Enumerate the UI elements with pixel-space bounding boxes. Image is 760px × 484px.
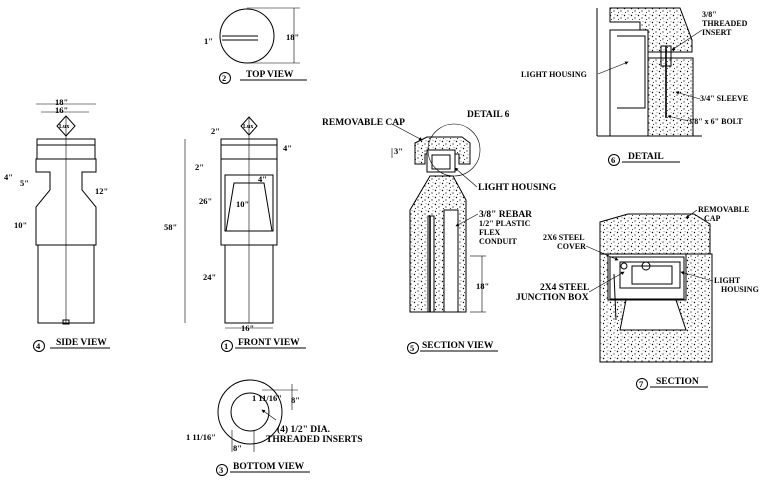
section-view-removable-cap: REMOVABLE CAP <box>322 118 405 128</box>
front-view: Lux 2" 4" 2" 26" 4" 10" 58" 24" 16" 1 FR… <box>164 116 306 352</box>
section-view-light-housing: LIGHT HOUSING <box>478 183 557 193</box>
section-7-cap-2: CAP <box>704 214 721 223</box>
section-7-cover-2: COVER <box>557 242 586 251</box>
detail-bolt: 3/8" x 6" BOLT <box>688 117 743 126</box>
section-7-lh-2: HOUSING <box>721 285 759 294</box>
section-view: 3" REMOVABLE CAP DETAIL 6 LIGHT HOUSING … <box>322 110 557 354</box>
side-view-title: SIDE VIEW <box>56 338 107 348</box>
top-view: 18" 1" 2 TOP VIEW <box>204 7 307 84</box>
section-view-conduit-2: FLEX <box>479 228 501 237</box>
side-offset-dim: 5" <box>20 178 29 188</box>
side-view-number: 4 <box>36 341 41 351</box>
section-view-title: SECTION VIEW <box>422 341 494 351</box>
front-logo: Lux <box>243 124 253 130</box>
bottom-a2-dim: 1 11/16" <box>186 432 216 442</box>
front-upper-dim: 26" <box>199 196 212 206</box>
section-view-cap-h-dim: 3" <box>394 146 403 156</box>
section-7-box-1: 2X4 STEEL <box>540 283 589 293</box>
side-lower-dim: 10" <box>14 220 27 230</box>
detail-number: 6 <box>611 155 615 165</box>
top-slot-dim: 1" <box>204 36 213 46</box>
section-7-view: REMOVABLE CAP 2X6 STEEL COVER 2X4 STEEL … <box>516 205 759 390</box>
bottom-b1-dim: 8" <box>291 395 300 405</box>
detail-sleeve: 3/4" SLEEVE <box>700 94 748 103</box>
section-7-lh-1: LIGHT <box>714 276 741 285</box>
side-cap-dim: 4" <box>4 172 13 182</box>
front-view-title: FRONT VIEW <box>238 338 300 348</box>
bottom-view: 1 11/16" 8" 1 11/16" 8" (4) 1/2" DIA. TH… <box>186 379 363 476</box>
section-view-detail: DETAIL 6 <box>467 110 510 120</box>
section-view-rebar: 3/8" REBAR <box>479 210 532 220</box>
detail-insert-2: THREADED <box>702 19 748 28</box>
section-7-number: 7 <box>639 379 644 389</box>
side-logo: Lux <box>59 124 69 130</box>
detail-view: 3/8" THREADED INSERT LIGHT HOUSING 3/4" … <box>521 7 748 166</box>
side-opening-dim: 12" <box>95 186 108 196</box>
top-view-number: 2 <box>222 73 226 83</box>
front-inner-dim: 4" <box>258 174 267 184</box>
top-view-title: TOP VIEW <box>246 70 294 80</box>
bottom-note-line2: THREADED INSERTS <box>266 435 363 445</box>
bottom-b2-dim: 8" <box>233 443 242 453</box>
section-view-number: 5 <box>410 343 414 353</box>
side-width-inner-dim: 16" <box>55 105 68 115</box>
section-7-title: SECTION <box>656 377 699 387</box>
section-view-conduit-3: CONDUIT <box>479 237 517 246</box>
section-7-cover-1: 2X6 STEEL <box>543 233 585 242</box>
detail-insert-3: INSERT <box>702 28 732 37</box>
section-7-box-2: JUNCTION BOX <box>516 293 589 303</box>
bottom-view-number: 3 <box>219 465 223 475</box>
detail-light-housing: LIGHT HOUSING <box>521 70 587 79</box>
front-opening-dim: 10" <box>236 199 249 209</box>
bottom-view-title: BOTTOM VIEW <box>233 462 305 472</box>
front-gap-dim: 2" <box>195 162 204 172</box>
section-7-cap-1: REMOVABLE <box>698 205 749 214</box>
top-view-number-circle <box>219 72 231 84</box>
section-view-depth-dim: 18" <box>476 281 489 291</box>
front-view-number: 1 <box>224 341 228 351</box>
section-view-conduit-1: 1/2" PLASTIC <box>479 219 531 228</box>
front-width-dim: 16" <box>241 323 254 333</box>
front-cap-dim: 4" <box>283 143 292 153</box>
top-diameter-dim: 18" <box>286 32 299 42</box>
side-view: 18" 16" Lux 4" 5" 12" 10" 4 SIDE VIEW <box>4 97 110 352</box>
bottom-note-line1: (4) 1/2" DIA. <box>277 424 330 435</box>
detail-title: DETAIL <box>628 152 664 162</box>
front-base-dim: 24" <box>203 272 216 282</box>
bottom-a1-dim: 1 11/16" <box>252 393 282 403</box>
front-total-dim: 58" <box>164 222 177 232</box>
front-top-dim: 2" <box>211 126 220 136</box>
detail-insert-1: 3/8" <box>702 10 717 19</box>
side-width-outer-dim: 18" <box>55 97 68 107</box>
